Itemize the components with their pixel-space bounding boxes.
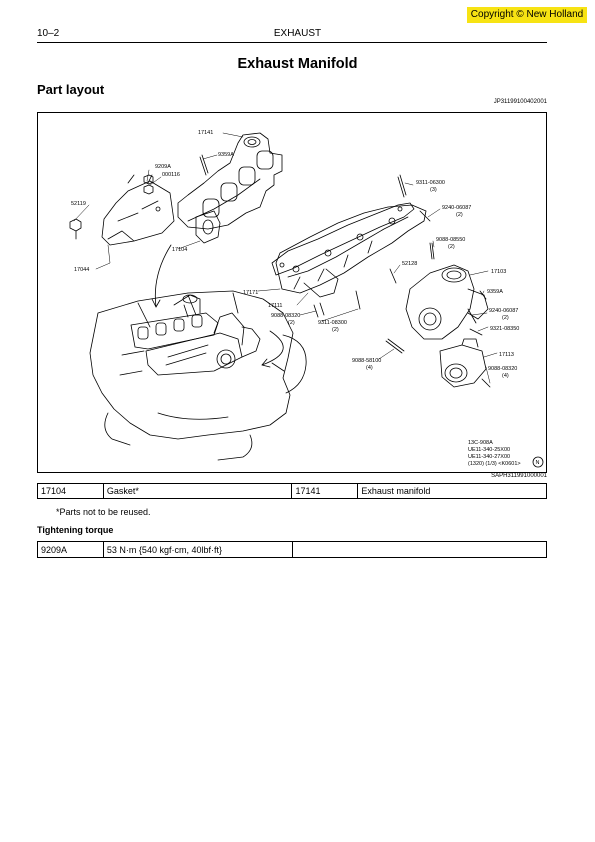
callout-9321-08350: 9321-08350 <box>490 326 519 332</box>
bolt-9311-08300 <box>355 290 361 310</box>
nut-9240-06087 <box>419 210 431 222</box>
callout-9088-08320-lower: 9088-08320 <box>488 366 517 372</box>
throttle-body <box>405 264 489 340</box>
callout-9088-58100: 9088-58100 <box>352 358 381 364</box>
circle-mark-letter: N <box>536 460 540 466</box>
intake-branch <box>303 268 339 298</box>
callout-9240-06087-lower-qty: (2) <box>502 315 509 321</box>
intake-manifold <box>275 204 427 294</box>
callout-9240-06087-lower: 9240-06087 <box>489 308 518 314</box>
page-title: Exhaust Manifold <box>237 56 358 72</box>
part-code-cell: 17104 <box>37 483 104 499</box>
part-name-cell: Exhaust manifold <box>357 483 547 499</box>
leader-lines <box>73 132 498 384</box>
callout-9240-06087-upper: 9240-06087 <box>442 205 471 211</box>
section-title: EXHAUST <box>273 28 322 39</box>
figure-ref-bottom: SAPH311991000001 <box>491 473 547 479</box>
callout-9088-08320-upper-qty: (2) <box>288 320 295 326</box>
intake-gasket <box>271 202 415 276</box>
parts-table: 17104 Gasket* 17141 Exhaust manifold <box>37 483 547 499</box>
engine-block-outline <box>89 290 307 461</box>
callout-9088-58100-qty: (4) <box>366 365 373 371</box>
callout-17141: 17141 <box>198 130 213 136</box>
bolt-9088-58100 <box>385 338 405 354</box>
circle-mark-n <box>532 456 544 468</box>
callout-9088-08550: 9088-08550 <box>436 237 465 243</box>
callout-9088-08320-upper: 9088-08320 <box>271 313 300 319</box>
callout-17111: 17111 <box>268 303 282 309</box>
callout-000116: 000116 <box>162 172 180 178</box>
footnote: *Parts not to be reused. <box>56 507 151 517</box>
arrow-manifold <box>154 244 172 308</box>
nut-9240-06087-lower <box>467 308 477 324</box>
bolt-9321-08350 <box>469 328 483 336</box>
exploded-diagram-drawing: 17141 9359A 9209A 000116 52119 17104 170… <box>69 130 544 468</box>
part-code-cell: 17141 <box>291 483 359 499</box>
callout-17113: 17113 <box>499 352 514 358</box>
bolt-9088-08320-lower <box>481 378 491 388</box>
part-layout-heading: Part layout <box>37 82 105 97</box>
torque-code-cell: 9209A <box>37 541 104 558</box>
assembled-exhaust-manifold <box>130 294 219 350</box>
callout-52119: 52119 <box>71 201 86 207</box>
figure-note-4: (1320) (1/3) <K0601> <box>468 461 521 467</box>
callout-17103: 17103 <box>491 269 506 275</box>
torque-empty-cell <box>291 541 548 558</box>
callout-17171: 17171 <box>243 290 258 296</box>
exploded-diagram: 17141 9359A 9209A 000116 52119 17104 170… <box>37 112 547 473</box>
part-name-cell: Gasket* <box>102 483 293 499</box>
table-row: 17104 Gasket* 17141 Exhaust manifold <box>37 483 547 499</box>
callout-9311-08300-qty: (2) <box>332 327 339 333</box>
bolt-9088-08320 <box>313 302 325 318</box>
copyright-badge: Copyright © New Holland <box>467 7 587 23</box>
header-divider <box>37 42 547 43</box>
stud-9359a-upper <box>199 154 209 176</box>
tightening-torque-heading: Tightening torque <box>37 525 114 535</box>
figure-ref-top: JP31199100402001 <box>493 99 547 105</box>
torque-table: 9209A 53 N·m {540 kgf·cm, 40lbf·ft} <box>37 541 548 558</box>
callout-9088-08550-qty: (2) <box>448 244 455 250</box>
bolt-52119 <box>69 218 82 240</box>
figure-note-3: UE11-340-27X00 <box>468 454 510 460</box>
figure-note-2: UE11-340-25X00 <box>468 447 510 453</box>
intake-pipe <box>439 338 487 388</box>
callout-9209a: 9209A <box>155 164 171 170</box>
callout-9359a-lower: 9359A <box>487 289 503 295</box>
heat-shield <box>101 174 175 246</box>
stud-52128 <box>389 268 397 284</box>
torque-value-cell: 53 N·m {540 kgf·cm, 40lbf·ft} <box>102 541 293 558</box>
callout-17104: 17104 <box>172 247 187 253</box>
nut-9209a <box>143 174 154 195</box>
callout-9311-08300: 9311-08300 <box>318 320 347 326</box>
bolt-9088-08550 <box>429 242 435 260</box>
callout-9088-08320-lower-qty: (4) <box>502 373 509 379</box>
callout-52128: 52128 <box>402 261 417 267</box>
arrow-intake <box>261 330 284 366</box>
callout-9311-06300: 9311-06300 <box>416 180 445 186</box>
table-row: 9209A 53 N·m {540 kgf·cm, 40lbf·ft} <box>37 541 548 558</box>
assembled-intake-manifold <box>145 312 261 376</box>
figure-note-1: 13C-908A <box>468 440 493 446</box>
callout-9311-06300-qty: (3) <box>430 187 437 193</box>
stud-9311-06300 <box>397 174 407 198</box>
stud-9359a-lower <box>479 290 487 300</box>
callout-9359a-upper: 9359A <box>218 152 234 158</box>
exhaust-manifold <box>177 132 283 230</box>
callout-17044: 17044 <box>74 267 89 273</box>
page-number: 10–2 <box>37 28 60 39</box>
callout-9240-06087-upper-qty: (2) <box>456 212 463 218</box>
manifold-gasket <box>195 210 221 244</box>
